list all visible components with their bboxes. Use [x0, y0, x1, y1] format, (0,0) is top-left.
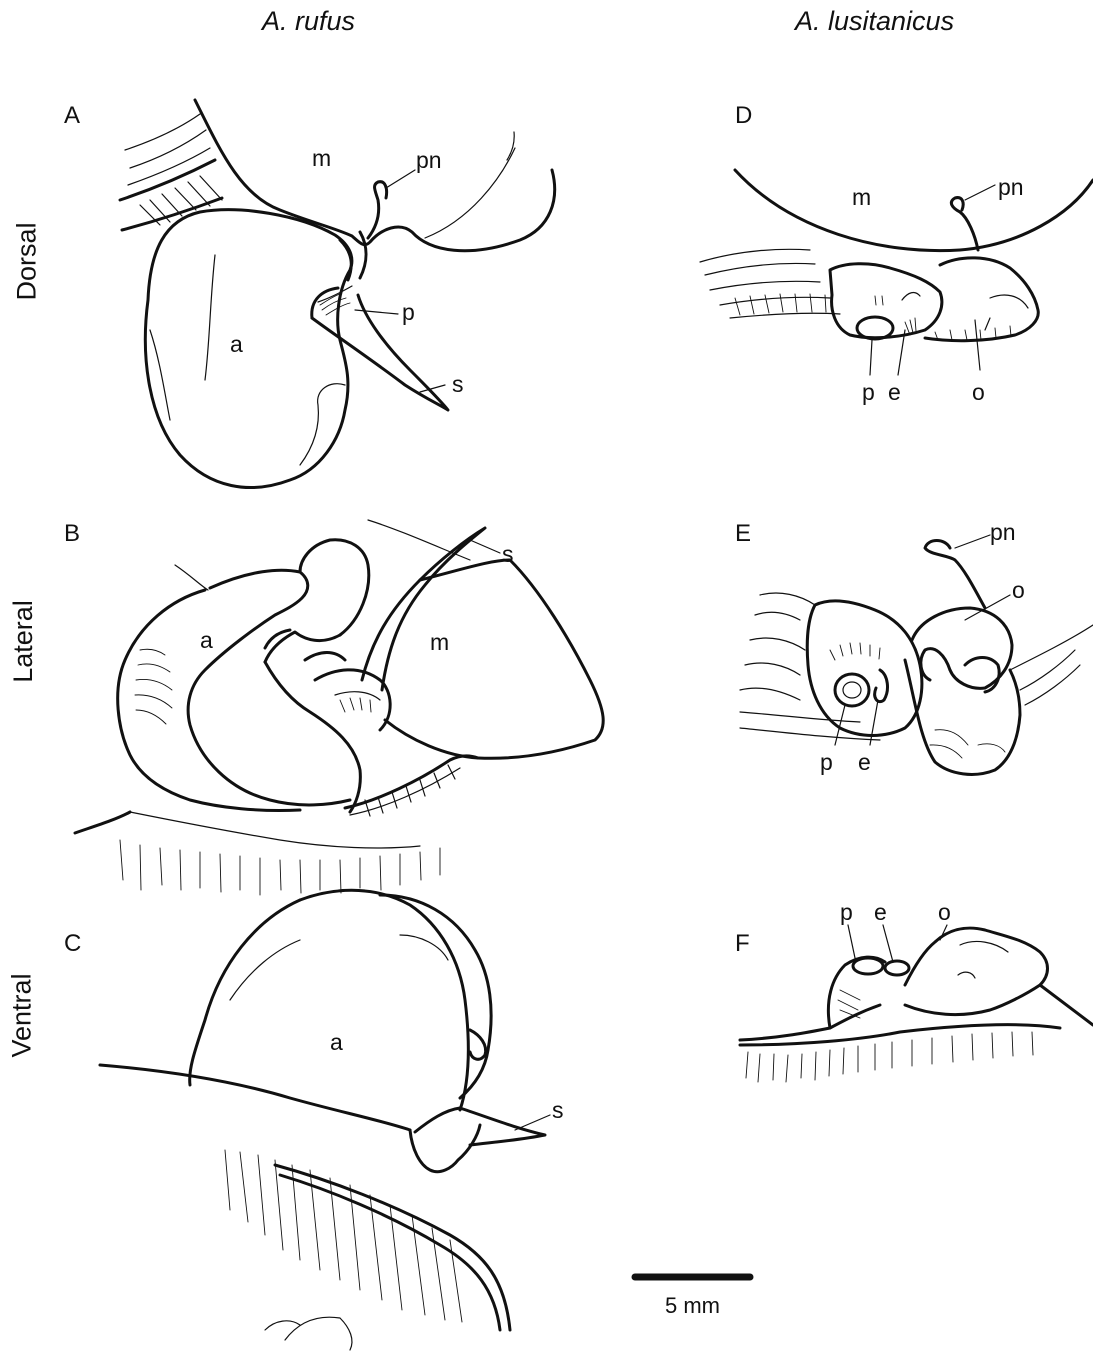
panel-b-label-s: s [502, 541, 514, 567]
panel-b-mantle [385, 560, 603, 758]
panel-a-label-m: m [312, 145, 331, 171]
panel-f-label-e: e [874, 899, 887, 925]
panel-c-drawing: a s [100, 890, 564, 1350]
panel-b-label-a: a [200, 627, 213, 653]
panel-e-label-o: o [1012, 577, 1025, 603]
panel-a-label-s: s [452, 371, 464, 397]
panel-e-drawing: pn o p e [740, 519, 1093, 775]
panel-c-label-a: a [330, 1029, 343, 1055]
panel-e-label-pn: pn [990, 519, 1016, 545]
panel-d-label-e: e [888, 379, 901, 405]
panel-b-label-m: m [430, 629, 449, 655]
panel-e-label-p: p [820, 749, 833, 775]
panel-d-label-pn: pn [998, 174, 1024, 200]
panel-d-label-p: p [862, 379, 875, 405]
panel-d-mantle [735, 170, 1093, 251]
panel-b-stimulator [362, 528, 485, 690]
panel-c-stimulator [460, 1108, 545, 1145]
panel-c-label-s: s [552, 1097, 564, 1123]
panel-a-label-a: a [230, 331, 243, 357]
panel-f-drawing: p e o [740, 899, 1093, 1082]
panel-d-drawing: m pn p e o [700, 170, 1093, 405]
panel-d-label-m: m [852, 184, 871, 210]
panel-a-label-pn: pn [416, 147, 442, 173]
panel-a-drawing: m pn p s a [120, 100, 555, 488]
panel-e-label-e: e [858, 749, 871, 775]
panel-a-atrium [145, 210, 352, 488]
panel-d-label-o: o [972, 379, 985, 405]
panel-c-atrium [190, 900, 300, 1085]
panel-f-label-o: o [938, 899, 951, 925]
panel-b-atrium [188, 570, 350, 805]
panel-f-label-p: p [840, 899, 853, 925]
scale-bar-label: 5 mm [665, 1293, 720, 1319]
panel-b-drawing: s a m [75, 520, 603, 895]
panel-a-label-p: p [402, 299, 415, 325]
